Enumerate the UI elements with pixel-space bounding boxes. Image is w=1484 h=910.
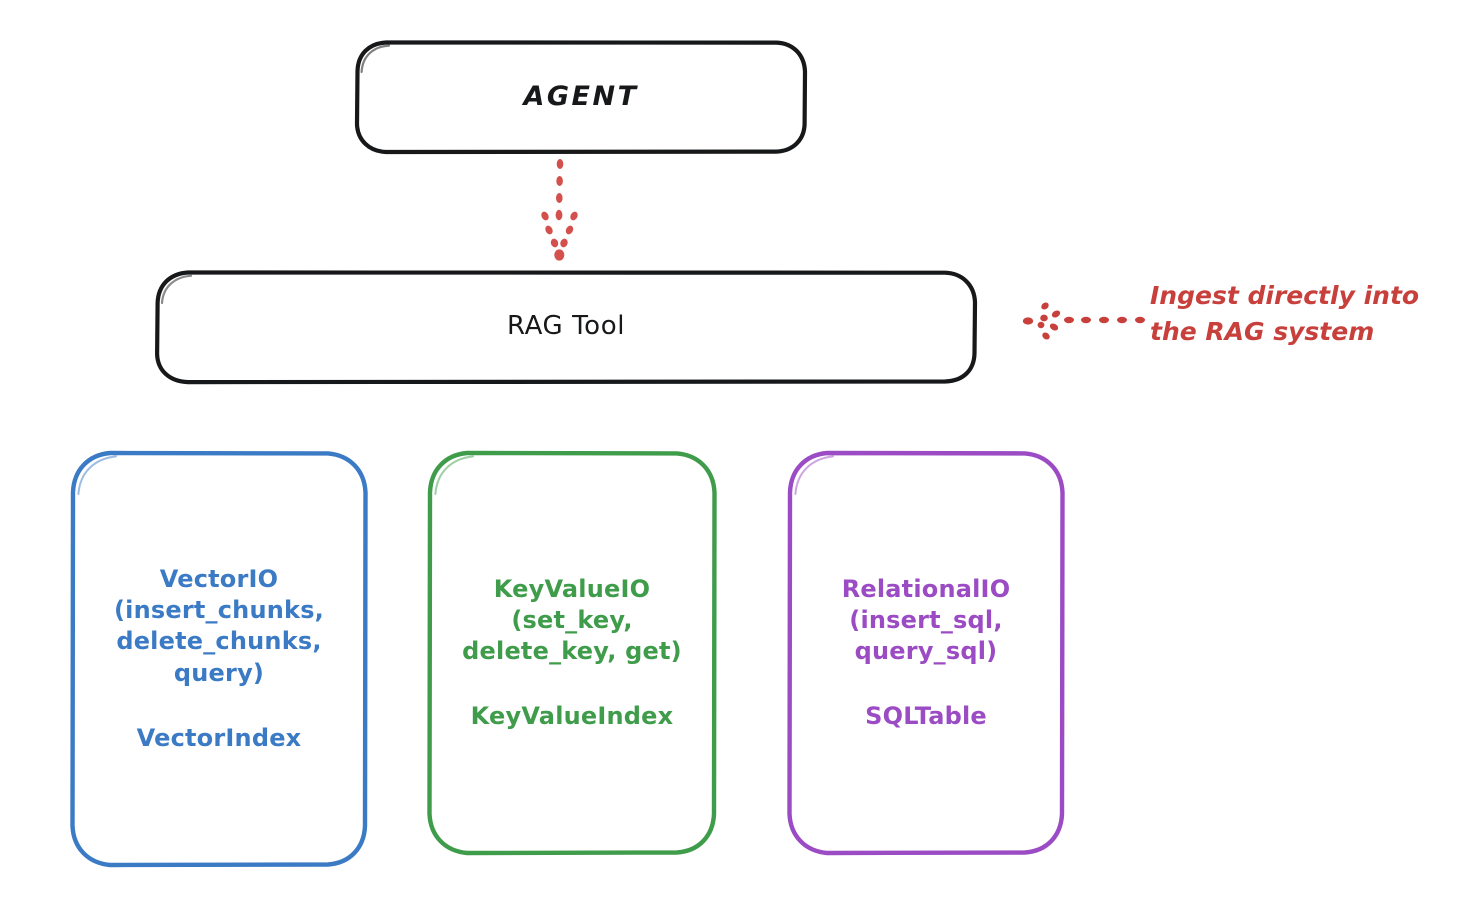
node-relational-io-label: RelationalIO (insert_sql, query_sql) [841,574,1011,665]
node-agent[interactable]: AGENT [354,40,808,155]
node-key-value-io-label: KeyValueIO (set_key, delete_key, get) [462,574,682,665]
node-relational-io-secondary-label: SQLTable [865,702,987,731]
node-rag-tool-label: RAG Tool [506,311,626,342]
node-rag-tool[interactable]: RAG Tool [155,270,978,385]
node-key-value-io[interactable]: KeyValueIO (set_key, delete_key, get) Ke… [427,450,717,856]
connector-agent-to-rag-tool [541,159,578,261]
node-vector-io-label: VectorIO (insert_chunks, delete_chunks, … [114,565,324,687]
node-vector-io[interactable]: VectorIO (insert_chunks, delete_chunks, … [70,450,368,868]
annotation-ingest: Ingest directly into the RAG system [1150,281,1420,346]
node-key-value-io-secondary-label: KeyValueIndex [470,702,674,731]
node-relational-io[interactable]: RelationalIO (insert_sql, query_sql) SQL… [787,450,1065,856]
node-vector-io-secondary-label: VectorIndex [136,723,302,752]
connector-ingest-to-rag-tool [1022,302,1145,340]
node-agent-label: AGENT [523,81,639,113]
